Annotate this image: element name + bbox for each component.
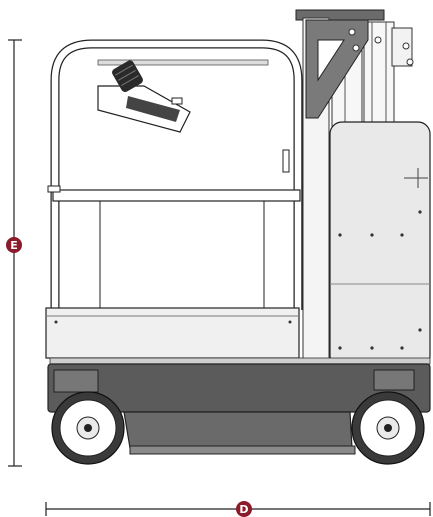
chassis [47, 363, 431, 455]
drive-motor [53, 369, 99, 393]
mast-bolt [406, 58, 414, 66]
panel-rivet [338, 346, 342, 350]
toe-board-bolt [288, 320, 292, 324]
toe-board-bolt [54, 320, 58, 324]
front-wheel [51, 391, 125, 465]
mast [295, 9, 414, 369]
control-box-switch [171, 97, 183, 105]
mid-rail [52, 189, 301, 202]
panel-body [329, 121, 431, 369]
pothole-guard [129, 445, 356, 455]
mast-gusset-cutout [317, 39, 345, 82]
power-unit-panel [329, 121, 431, 369]
mast-bolt [348, 28, 356, 36]
front-axle [84, 424, 92, 432]
mast-bolt [374, 36, 382, 44]
mast-bolt [352, 44, 360, 52]
guardrail-inner [51, 40, 302, 310]
length-dimension-label: D [239, 503, 248, 516]
guardrail-outer [50, 39, 303, 310]
mast-bolt [402, 42, 410, 50]
rear-wheel [351, 391, 425, 465]
rear-axle [384, 424, 392, 432]
joystick [112, 60, 143, 92]
panel-rivet [370, 233, 374, 237]
mast-top-bracket [391, 27, 413, 67]
control-box-mount [97, 59, 269, 66]
length-dimension: D [45, 501, 431, 517]
platform-guardrail [47, 39, 303, 310]
platform-base [45, 307, 431, 365]
rail-clamp [282, 149, 290, 173]
length-dimension-badge [236, 501, 252, 517]
panel-rivet [418, 328, 422, 332]
panel-rivet [418, 210, 422, 214]
panel-rivet [400, 233, 404, 237]
control-box [97, 59, 269, 133]
panel-rivet [338, 233, 342, 237]
platform-floor [49, 357, 431, 365]
joystick-handle [112, 60, 143, 92]
panel-rivet [400, 346, 404, 350]
height-dimension-badge [6, 237, 22, 253]
control-box-face [126, 96, 180, 122]
chassis-belly [123, 411, 353, 449]
rear-axle-block [373, 369, 415, 391]
rail-hinge [47, 185, 61, 193]
panel-rivet [370, 346, 374, 350]
height-dimension-label: E [10, 239, 18, 252]
height-dimension: E [6, 39, 22, 467]
